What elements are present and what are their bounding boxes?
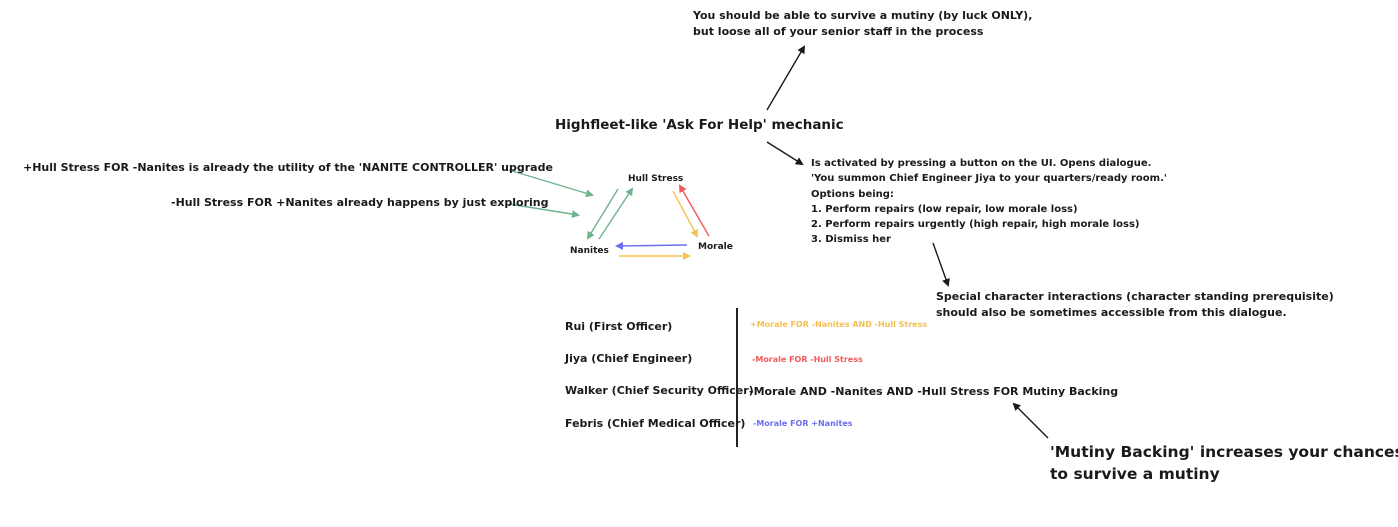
arrow-to-mutiny-backing: [1012, 402, 1049, 439]
officer-name: Febris (Chief Medical Officer): [565, 417, 746, 430]
officer-effect: -Morale FOR +Nanites: [753, 419, 853, 428]
officer-table-divider: [736, 308, 738, 447]
arrow-morale-to-hull: [678, 184, 710, 237]
officer-name: Rui (First Officer): [565, 320, 673, 333]
arrow-to-activation-note: [766, 141, 804, 166]
officer-name: Jiya (Chief Engineer): [565, 352, 693, 365]
arrow-hull-to-nanites: [586, 188, 619, 240]
exploring-note: -Hull Stress FOR +Nanites already happen…: [171, 196, 549, 209]
officer-name: Walker (Chief Security Officer): [565, 384, 754, 397]
arrow-morale-to-nanites: [615, 241, 688, 250]
arrow-to-special-note: [932, 242, 950, 287]
officer-effect: -Morale AND -Nanites AND -Hull Stress FO…: [749, 385, 1119, 398]
special-interactions-note: Special character interactions (characte…: [936, 290, 1334, 319]
officer-effect: +Morale FOR -Nanites AND -Hull Stress: [750, 320, 928, 329]
arrow-nanites-to-hull: [598, 187, 634, 240]
arrow-exploring: [508, 203, 580, 219]
nanite-controller-note: +Hull Stress FOR -Nanites is already the…: [23, 161, 553, 174]
activation-note: Is activated by pressing a button on the…: [811, 158, 1167, 246]
main-title: Highfleet-like 'Ask For Help' mechanic: [555, 117, 844, 133]
node-morale: Morale: [698, 242, 733, 252]
node-hull-stress: Hull Stress: [628, 174, 684, 184]
officer-effect: -Morale FOR -Hull Stress: [752, 355, 863, 364]
mutiny-survival-note: You should be able to survive a mutiny (…: [693, 9, 1033, 38]
arrow-nanite-controller: [508, 169, 594, 198]
arrow-to-mutiny-note: [766, 45, 806, 111]
arrow-hull-to-morale: [672, 190, 698, 238]
node-nanites: Nanites: [570, 246, 609, 256]
mutiny-backing-note: 'Mutiny Backing' increases your chances …: [1050, 443, 1398, 483]
